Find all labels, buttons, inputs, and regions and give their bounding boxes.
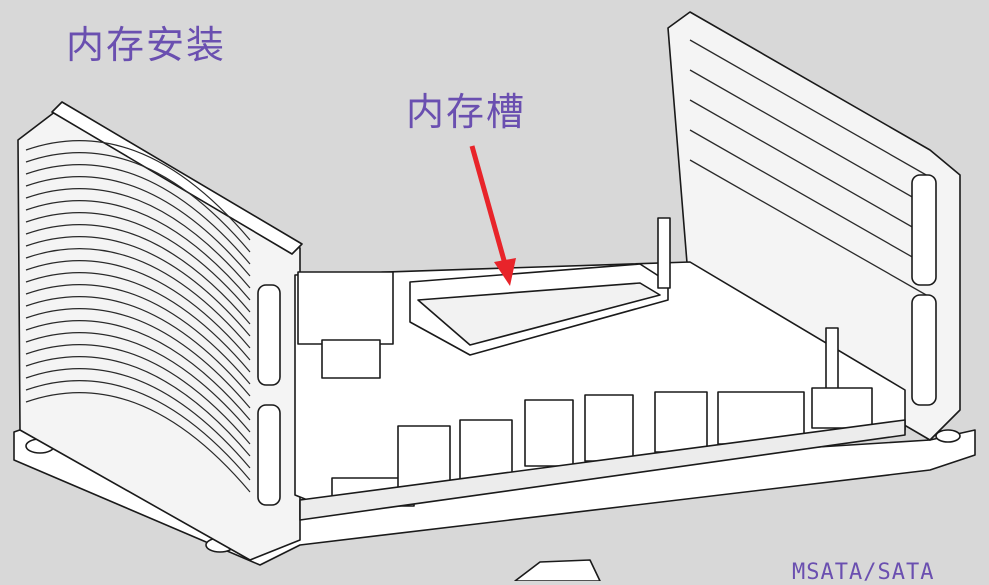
usb-stack-2	[584, 394, 634, 462]
mount-hole-right	[935, 429, 961, 443]
page-title: 内存安装	[66, 23, 227, 67]
heatsink-fin	[25, 355, 251, 457]
memory-slot-channel	[417, 282, 661, 346]
heatsink-fin	[25, 211, 251, 313]
heatsink-fin	[25, 319, 251, 421]
heatsink-fin	[25, 163, 251, 265]
heatsink-fin	[25, 151, 251, 253]
heatsink-fin	[25, 199, 251, 301]
standoff-rear	[657, 217, 671, 289]
heatsink-fin	[25, 379, 251, 481]
heatsink-fin	[25, 223, 251, 325]
power-jack	[811, 387, 873, 429]
vent-slot-upper	[257, 284, 281, 386]
memory-slot-arrow	[469, 145, 516, 286]
heatsink-rail	[689, 39, 936, 181]
chip-block	[321, 339, 381, 379]
heatsink-fin	[25, 271, 251, 373]
left-heatsink-wall	[17, 101, 303, 561]
heatsink-fin	[25, 307, 251, 409]
ethernet-port-1	[397, 425, 451, 489]
heatsink-rail	[689, 99, 936, 241]
heatsink-fin	[25, 391, 251, 493]
heatsink-fin	[25, 247, 251, 349]
vent-slot-right-upper	[911, 174, 937, 286]
front-frame-lip	[299, 419, 906, 521]
heatsink-fin	[25, 331, 251, 433]
heatsink-fin	[25, 139, 251, 241]
heatsink-fin	[25, 295, 251, 397]
heatsink-fin	[25, 259, 251, 361]
vent-slot-lower	[257, 404, 281, 506]
heatsink-fin	[25, 343, 251, 445]
vent-slot-right-lower	[911, 294, 937, 406]
usb-stack-1	[524, 399, 574, 467]
heatsink-fin	[25, 283, 251, 385]
memory-slot-label: 内存槽	[406, 90, 527, 134]
standoff-front	[825, 327, 839, 395]
right-heatsink-wall	[667, 11, 961, 441]
heatsink-fin	[25, 367, 251, 469]
power-connector-block	[297, 271, 394, 345]
msata-module	[514, 559, 601, 581]
heatsink-fin	[25, 235, 251, 337]
msata-label: MSATA/SATA	[792, 560, 935, 585]
hdmi-port	[654, 391, 708, 453]
heatsink-rail	[689, 129, 936, 271]
heatsink-rail	[689, 159, 936, 301]
ethernet-port-2	[459, 419, 513, 481]
heatsink-fin	[25, 175, 251, 277]
heatsink-fin	[25, 187, 251, 289]
heatsink-rail	[689, 69, 936, 211]
